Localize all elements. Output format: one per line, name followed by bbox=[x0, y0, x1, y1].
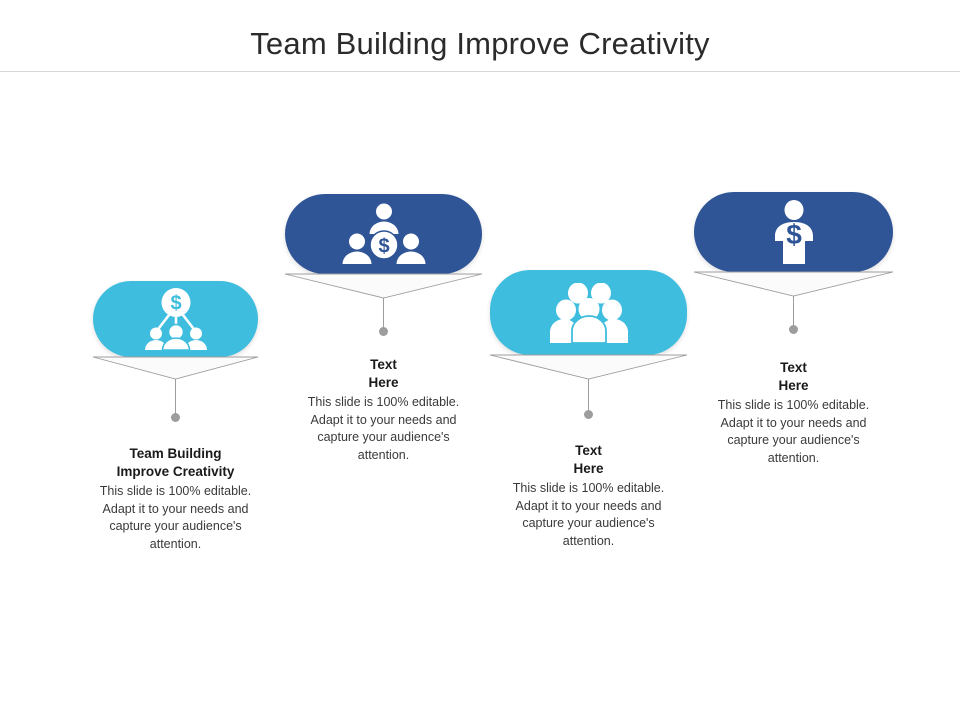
node-4-node-dot bbox=[789, 325, 798, 334]
page-title: Team Building Improve Creativity bbox=[250, 26, 710, 61]
node-1-diamond-connector bbox=[92, 356, 259, 380]
node-3-diamond-connector bbox=[489, 354, 688, 380]
node-4-pill[interactable]: $ bbox=[694, 192, 893, 272]
node-4-body: This slide is 100% editable. Adapt it to… bbox=[717, 398, 870, 465]
svg-text:$: $ bbox=[786, 219, 802, 250]
svg-text:$: $ bbox=[378, 236, 389, 258]
node-2-node-dot bbox=[379, 327, 388, 336]
node-3-stem bbox=[588, 379, 589, 412]
dollar-circle-group-icon: $ bbox=[144, 288, 207, 350]
title-divider bbox=[0, 71, 960, 72]
node-4-heading: Text Here bbox=[778, 360, 809, 393]
person-dollar-icon: $ bbox=[774, 200, 813, 264]
node-1-text-block: Team Building Improve Creativity This sl… bbox=[83, 445, 268, 553]
people-crowd-icon bbox=[549, 282, 628, 343]
node-3-pill[interactable] bbox=[490, 270, 687, 355]
node-2-pill[interactable]: $ bbox=[285, 194, 482, 274]
node-3-node-dot bbox=[584, 410, 593, 419]
three-people-dollar-icon: $ bbox=[342, 203, 425, 264]
node-2-stem bbox=[383, 298, 384, 329]
node-4-diamond-connector bbox=[693, 271, 894, 297]
node-1-pill[interactable]: $ bbox=[93, 281, 258, 357]
node-2-text-block: Text Here This slide is 100% editable. A… bbox=[291, 356, 476, 464]
node-4-stem bbox=[793, 296, 794, 327]
node-1-body: This slide is 100% editable. Adapt it to… bbox=[99, 484, 252, 551]
svg-text:$: $ bbox=[170, 293, 181, 315]
node-2-body: This slide is 100% editable. Adapt it to… bbox=[307, 395, 460, 462]
node-3-heading: Text Here bbox=[573, 443, 604, 476]
node-3-text-block: Text Here This slide is 100% editable. A… bbox=[496, 442, 681, 550]
node-1-heading: Team Building Improve Creativity bbox=[116, 446, 235, 479]
node-4-text-block: Text Here This slide is 100% editable. A… bbox=[701, 359, 886, 467]
node-1-node-dot bbox=[171, 413, 180, 422]
node-3-body: This slide is 100% editable. Adapt it to… bbox=[512, 481, 665, 548]
node-2-heading: Text Here bbox=[368, 357, 399, 390]
node-2-diamond-connector bbox=[284, 273, 483, 299]
node-1-stem bbox=[175, 379, 176, 415]
